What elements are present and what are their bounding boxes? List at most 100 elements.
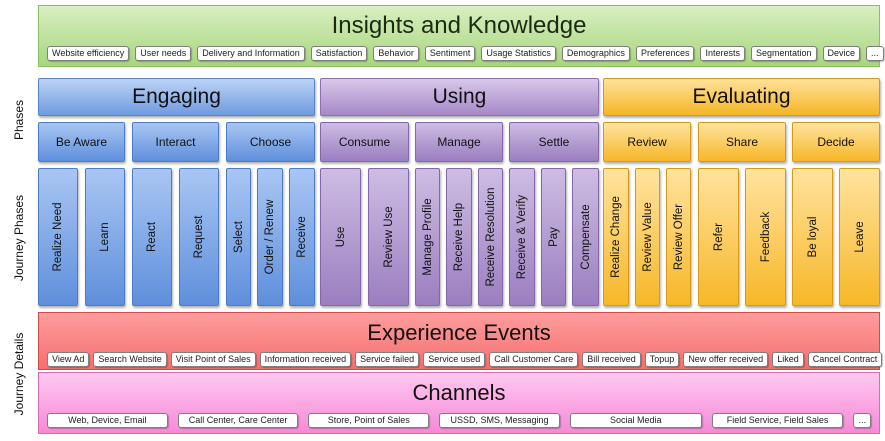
phase-engaging: Engaging [38, 78, 315, 116]
channel-tag: Social Media [569, 413, 702, 428]
insights-title: Insights and Knowledge [331, 12, 587, 39]
step-label: Learn [99, 222, 111, 252]
step-label: Compensate [579, 204, 592, 270]
experience-events-title: Experience Events [367, 320, 551, 345]
step-leave: Leave [839, 168, 880, 306]
subphase-review: Review [603, 122, 691, 162]
step-learn: Learn [85, 168, 125, 306]
step-label: Receive Resolution [484, 187, 497, 287]
phase-evaluating: Evaluating [603, 78, 880, 116]
step-realize-change: Realize Change [603, 168, 629, 306]
step-label: Review Offer [672, 203, 685, 271]
step-manage-profile: Manage Profile [415, 168, 440, 306]
subphase-choose: Choose [226, 122, 315, 162]
experience-events-band: Experience Events View Ad Search Website… [38, 312, 883, 370]
channel-tag: Field Service, Field Sales [711, 413, 844, 428]
step-label: Be loyal [806, 216, 819, 258]
insights-tag: Demographics [561, 46, 630, 61]
step-review-value: Review Value [635, 168, 660, 306]
side-label-journey-phases: Journey Phases [12, 194, 26, 282]
subphase-share: Share [698, 122, 786, 162]
experience-tag: Topup [644, 352, 680, 367]
step-receive-resolution: Receive Resolution [478, 168, 503, 306]
experience-tag: Call Customer Care [489, 352, 579, 367]
step-review-offer: Review Offer [666, 168, 691, 306]
insights-tag: Sentiment [424, 46, 476, 61]
experience-tag: New offer received [683, 352, 769, 367]
step-label: Pay [547, 227, 560, 247]
channel-tag: Call Center, Care Center [177, 413, 299, 428]
step-receive-verify: Receive & Verify [509, 168, 535, 306]
step-label: Leave [853, 221, 866, 253]
step-request: Request [179, 168, 219, 306]
step-receive-help: Receive Help [446, 168, 472, 306]
insights-tag: Delivery and Information [197, 46, 305, 61]
subphase-consume: Consume [320, 122, 409, 162]
step-label: Manage Profile [421, 198, 434, 276]
insights-tag: Interests [700, 46, 745, 61]
step-select: Select [226, 168, 251, 306]
insights-tag: Device [822, 46, 861, 61]
step-label: Refer [712, 222, 725, 252]
channels-title: Channels [412, 380, 506, 405]
step-pay: Pay [541, 168, 566, 306]
experience-tag: Information received [259, 352, 352, 367]
experience-tag: Service used [423, 352, 486, 367]
insights-band: Insights and Knowledge Website efficienc… [38, 5, 884, 67]
step-review-use: Review Use [368, 168, 409, 306]
step-label: Receive & Verify [516, 194, 528, 280]
step-compensate: Compensate [572, 168, 599, 306]
channels-band: Channels Web, Device, Email Call Center,… [38, 372, 880, 434]
phase-using: Using [320, 78, 599, 116]
step-refer: Refer [698, 168, 739, 306]
step-react: React [132, 168, 172, 306]
insights-tag: Website efficiency [47, 46, 130, 61]
experience-tag: Visit Point of Sales [170, 352, 256, 367]
experience-tag: Liked [772, 352, 804, 367]
step-order-renew: Order / Renew [257, 168, 283, 306]
experience-tag-row: View Ad Search Website Visit Point of Sa… [47, 352, 883, 367]
subphase-be-aware: Be Aware [38, 122, 125, 162]
step-label: Order / Renew [264, 199, 276, 275]
side-label-journey-details: Journey Details [12, 332, 26, 416]
step-be-loyal: Be loyal [792, 168, 833, 306]
insights-tag: Preferences [635, 46, 695, 61]
insights-tag: Behavior [373, 46, 419, 61]
step-receive: Receive [289, 168, 315, 306]
step-use: Use [320, 168, 361, 306]
experience-tag: Service failed [355, 352, 420, 367]
channel-tag: Web, Device, Email [47, 413, 168, 428]
channel-tag: USSD, SMS, Messaging [439, 413, 560, 428]
subphase-settle: Settle [509, 122, 599, 162]
step-label: Feedback [759, 211, 772, 263]
step-label: Receive [296, 216, 308, 258]
step-label: Review Use [382, 206, 395, 268]
step-label: React [146, 221, 158, 253]
subphase-interact: Interact [132, 122, 219, 162]
step-label: Select [232, 221, 245, 253]
channel-tag: ... [853, 413, 871, 428]
side-label-phases: Phases [12, 99, 26, 141]
experience-tag: Search Website [93, 352, 167, 367]
experience-tag: Bill received [582, 352, 641, 367]
insights-tag: User needs [135, 46, 192, 61]
channel-tag: Store, Point of Sales [308, 413, 430, 428]
step-label: Request [193, 215, 205, 259]
insights-tag-row: Website efficiency User needs Delivery a… [47, 46, 884, 61]
subphase-decide: Decide [792, 122, 880, 162]
subphase-manage: Manage [415, 122, 503, 162]
step-label: Receive Help [453, 202, 465, 272]
step-feedback: Feedback [745, 168, 786, 306]
insights-tag: Usage Statistics [481, 46, 556, 61]
step-label: Review Value [641, 202, 654, 272]
insights-tag: Segmentation [750, 46, 817, 61]
experience-tag: Cancel Contract [807, 352, 883, 367]
step-label: Use [334, 226, 347, 248]
insights-tag: Satisfaction [310, 46, 368, 61]
step-realize-need: Realize Need [38, 168, 78, 306]
step-label: Realize Change [610, 196, 622, 278]
step-label: Realize Need [52, 202, 64, 272]
channels-tag-row: Web, Device, Email Call Center, Care Cen… [47, 413, 871, 428]
insights-tag: ... [866, 46, 884, 61]
experience-tag: View Ad [47, 352, 90, 367]
